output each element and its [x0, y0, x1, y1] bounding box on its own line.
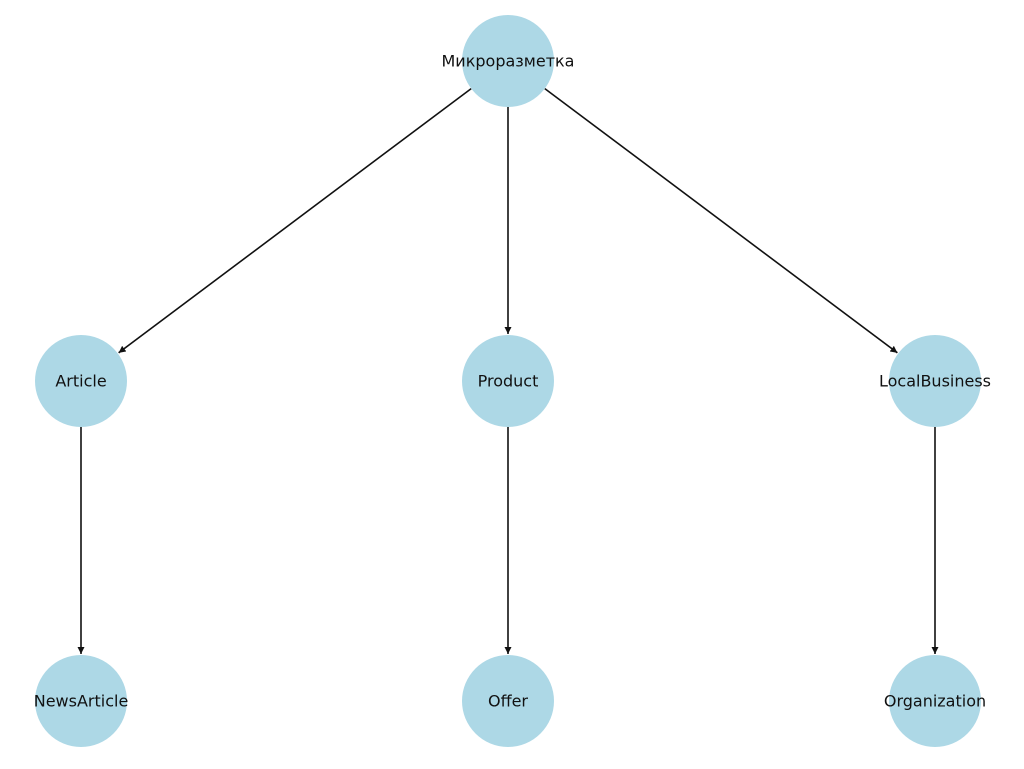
edge-root-to-article: [118, 87, 472, 354]
edge-root-to-localbusiness: [544, 87, 898, 354]
node-label: Микроразметка: [442, 52, 575, 71]
node-circle: [462, 15, 554, 107]
node-offer: Offer: [462, 655, 554, 747]
node-localbusiness: LocalBusiness: [879, 335, 991, 427]
node-label: NewsArticle: [34, 692, 129, 711]
node-label: Article: [55, 372, 106, 391]
node-label: Offer: [488, 692, 528, 711]
node-circle: [462, 655, 554, 747]
node-label: Product: [478, 372, 539, 391]
node-root: Микроразметка: [442, 15, 575, 107]
edges-layer: [77, 87, 939, 654]
node-label: LocalBusiness: [879, 372, 991, 391]
node-label: Organization: [884, 692, 986, 711]
node-circle: [35, 655, 127, 747]
node-product: Product: [462, 335, 554, 427]
node-circle: [35, 335, 127, 427]
node-circle: [889, 335, 981, 427]
node-circle: [462, 335, 554, 427]
node-circle: [889, 655, 981, 747]
node-organization: Organization: [884, 655, 986, 747]
node-article: Article: [35, 335, 127, 427]
node-newsarticle: NewsArticle: [34, 655, 129, 747]
